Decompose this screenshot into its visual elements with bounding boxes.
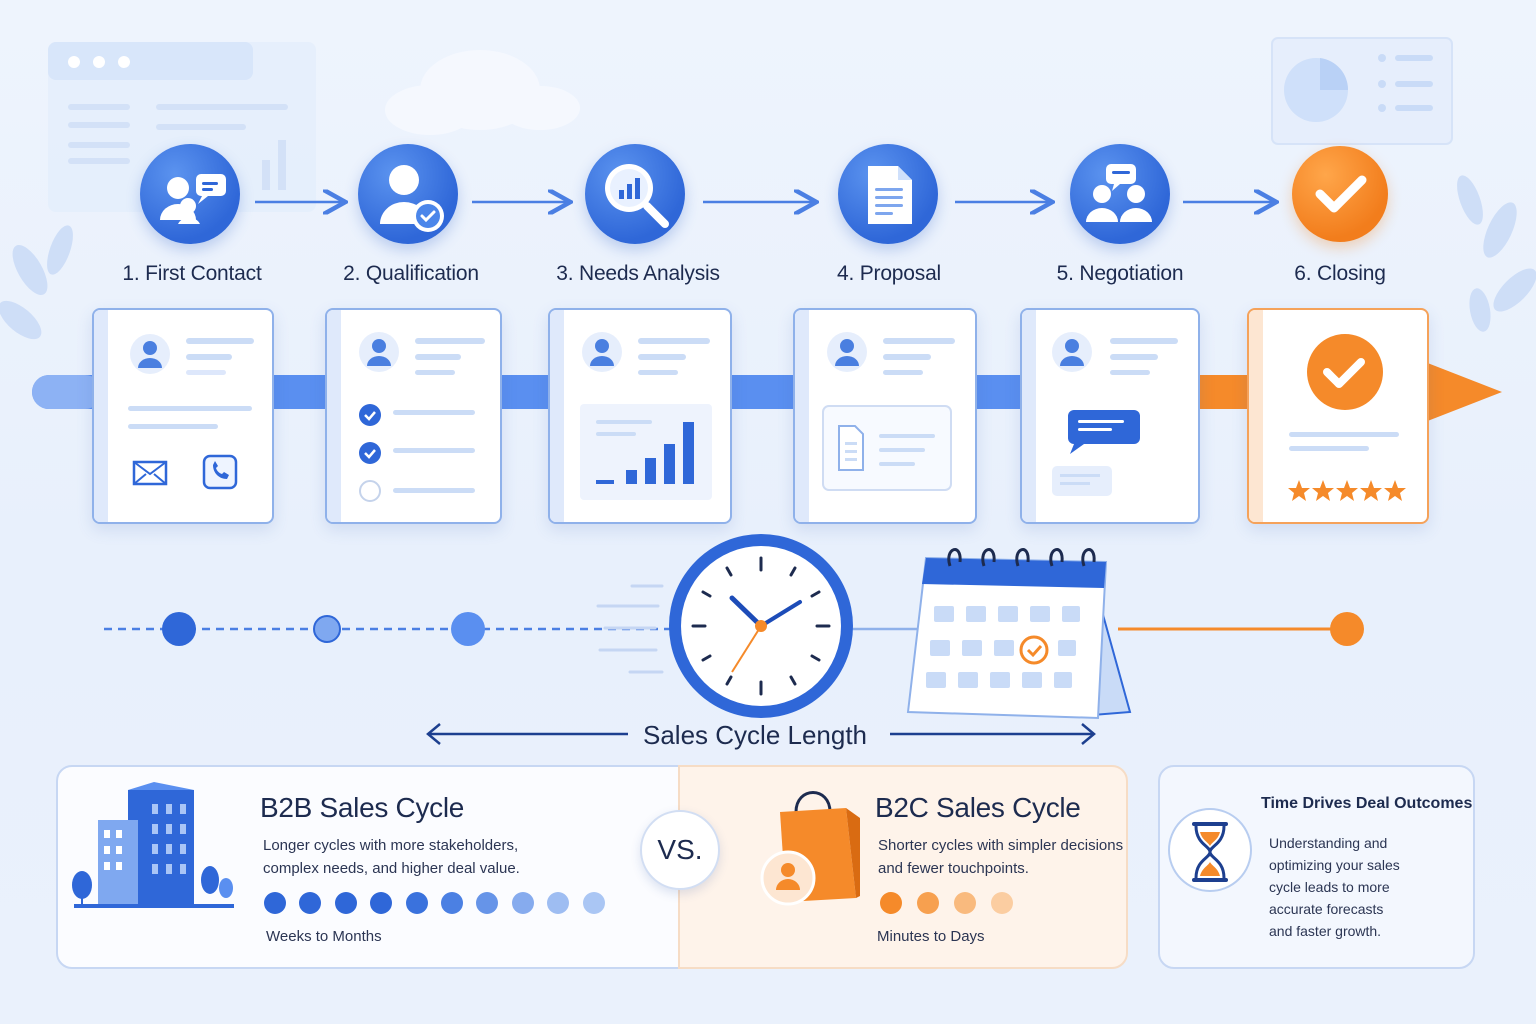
phone-icon: [202, 454, 238, 490]
card-qualification: [325, 308, 502, 524]
card-negotiation: [1020, 308, 1200, 524]
stage-2-user-check-icon: [358, 144, 458, 244]
card-needs-analysis: [548, 308, 732, 524]
b2c-duration: Minutes to Days: [877, 928, 985, 945]
duration-dot: [476, 892, 499, 914]
office-building-icon: [72, 782, 234, 908]
shopping-bag-icon: [760, 791, 860, 906]
timeline-label: Sales Cycle Length: [643, 720, 868, 750]
b2c-title: B2C Sales Cycle: [875, 792, 1081, 823]
duration-dot: [441, 892, 463, 914]
card-first-contact: [92, 308, 274, 524]
b2b-desc-line2: complex needs, and higher deal value.: [263, 860, 520, 877]
duration-dot: [511, 892, 534, 914]
duration-dot: [334, 892, 357, 914]
hourglass-icon: [1168, 808, 1252, 892]
insight-title: Time Drives Deal Outcomes: [1261, 795, 1473, 812]
duration-dot: [880, 892, 902, 914]
card-closing: [1247, 308, 1429, 524]
stage-4-document-icon: [838, 144, 938, 244]
insight-line4: accurate forecasts: [1269, 901, 1384, 917]
b2b-desc-line1: Longer cycles with more stakeholders,: [263, 837, 519, 854]
duration-dot: [547, 892, 570, 914]
b2c-panel: [678, 765, 1128, 969]
duration-dot: [582, 892, 605, 914]
stage-arrows: [255, 0, 1536, 300]
b2b-title: B2B Sales Cycle: [260, 792, 465, 823]
timeline-graphic: [104, 534, 1364, 745]
stage-2-label: 2. Qualification: [343, 262, 479, 285]
insight-line2: optimizing your sales: [1269, 857, 1400, 873]
five-star-rating-icon: [1288, 480, 1406, 501]
b2c-desc-line2: and fewer touchpoints.: [878, 860, 1029, 877]
insight-line5: and faster growth.: [1269, 923, 1382, 939]
card-proposal: [793, 308, 977, 524]
stage-3-label: 3. Needs Analysis: [556, 262, 720, 285]
stage-1-label: 1. First Contact: [122, 262, 262, 285]
insight-panel: [1158, 765, 1475, 969]
duration-dot: [264, 892, 286, 914]
envelope-icon: [132, 460, 168, 486]
stage-6-label: 6. Closing: [1294, 262, 1386, 285]
insight-line3: cycle leads to more: [1269, 879, 1390, 895]
duration-dot: [299, 892, 322, 914]
vs-label: VS.: [657, 834, 703, 865]
b2b-duration: Weeks to Months: [266, 928, 382, 945]
stage-3-magnifier-chart-icon: [585, 144, 685, 244]
duration-dot: [370, 892, 393, 914]
stage-5-label: 5. Negotiation: [1056, 262, 1184, 285]
stage-1-people-chat-icon: [140, 144, 240, 244]
clock-icon: [669, 534, 853, 718]
duration-dot: [954, 892, 976, 914]
duration-dot: [991, 892, 1013, 914]
vs-badge: VS.: [640, 810, 720, 890]
insight-line1: Understanding and: [1269, 835, 1388, 851]
stage-6-checkmark-icon: [1292, 146, 1388, 242]
stage-4-label: 4. Proposal: [836, 262, 942, 285]
calendar-icon: [906, 548, 1132, 720]
stage-5-people-discussion-icon: [1070, 144, 1170, 244]
b2c-desc-line1: Shorter cycles with simpler decisions: [878, 837, 1124, 854]
duration-dot: [917, 892, 939, 914]
duration-dot: [405, 892, 428, 914]
